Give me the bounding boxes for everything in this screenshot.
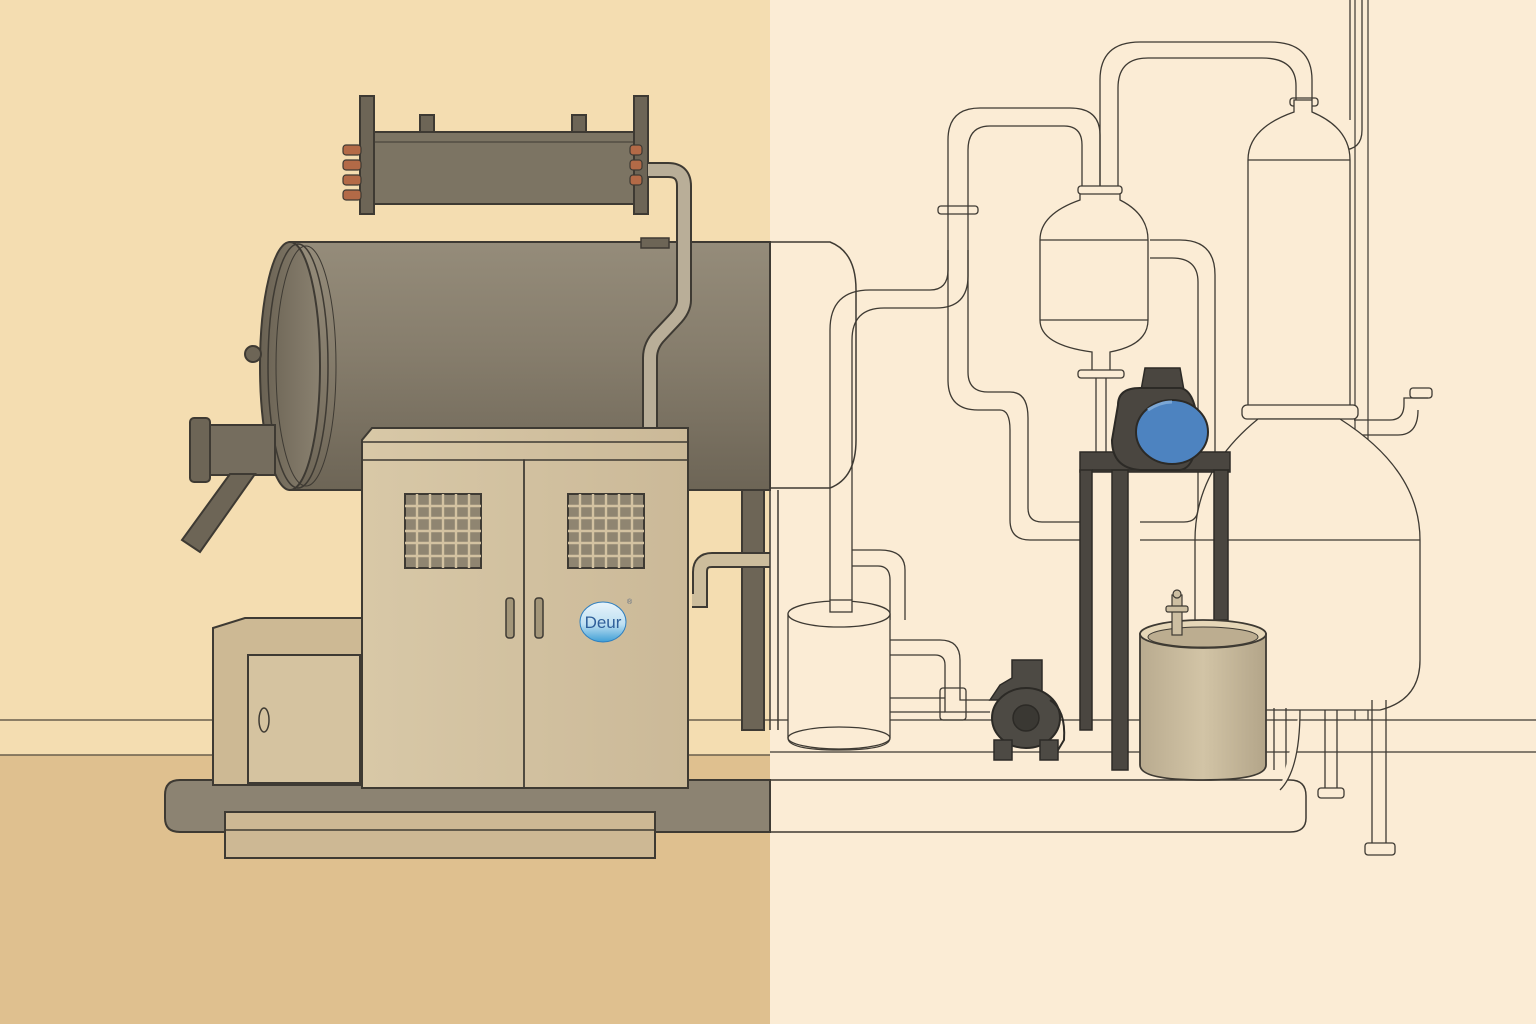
pump-motor [1110,367,1209,471]
brand-logo-registered: ® [627,598,633,606]
piping [829,0,1433,721]
copper-bolt-flange-left [342,144,362,201]
door-handle-right[interactable] [534,597,544,639]
collection-tank [787,599,891,751]
control-cabinet: Deur ® [361,427,689,789]
condenser-outlet-pipe [642,162,692,430]
vent-grille-right [567,493,645,569]
vent-grille-left [404,493,482,569]
discharge-spout [180,417,276,554]
separator-flask [1039,185,1149,455]
small-pump [988,659,1066,761]
motor-end-cap [1135,399,1209,465]
receiving-bucket [1139,589,1267,781]
skid-base-outline [770,779,1307,833]
cabinet-door-right[interactable] [523,459,689,789]
door-handle-left[interactable] [505,597,515,639]
copper-bolt-flange-right [629,144,643,186]
brand-logo-text: Deur [585,613,622,632]
brand-logo: Deur ® [579,598,633,643]
horizontal-tank-outline [769,241,857,730]
tank-support-leg [741,489,765,731]
tank-sight-knob [244,345,262,363]
pipe-clamp [937,205,979,215]
bucket-valve[interactable] [1171,594,1183,636]
base-cabinet [212,617,363,786]
wall-right [770,0,1536,1024]
base-cabinet-handle [258,707,270,733]
condenser-heat-exchanger [342,95,670,249]
left-lower-pipe [692,552,770,608]
skid-base [164,779,771,859]
